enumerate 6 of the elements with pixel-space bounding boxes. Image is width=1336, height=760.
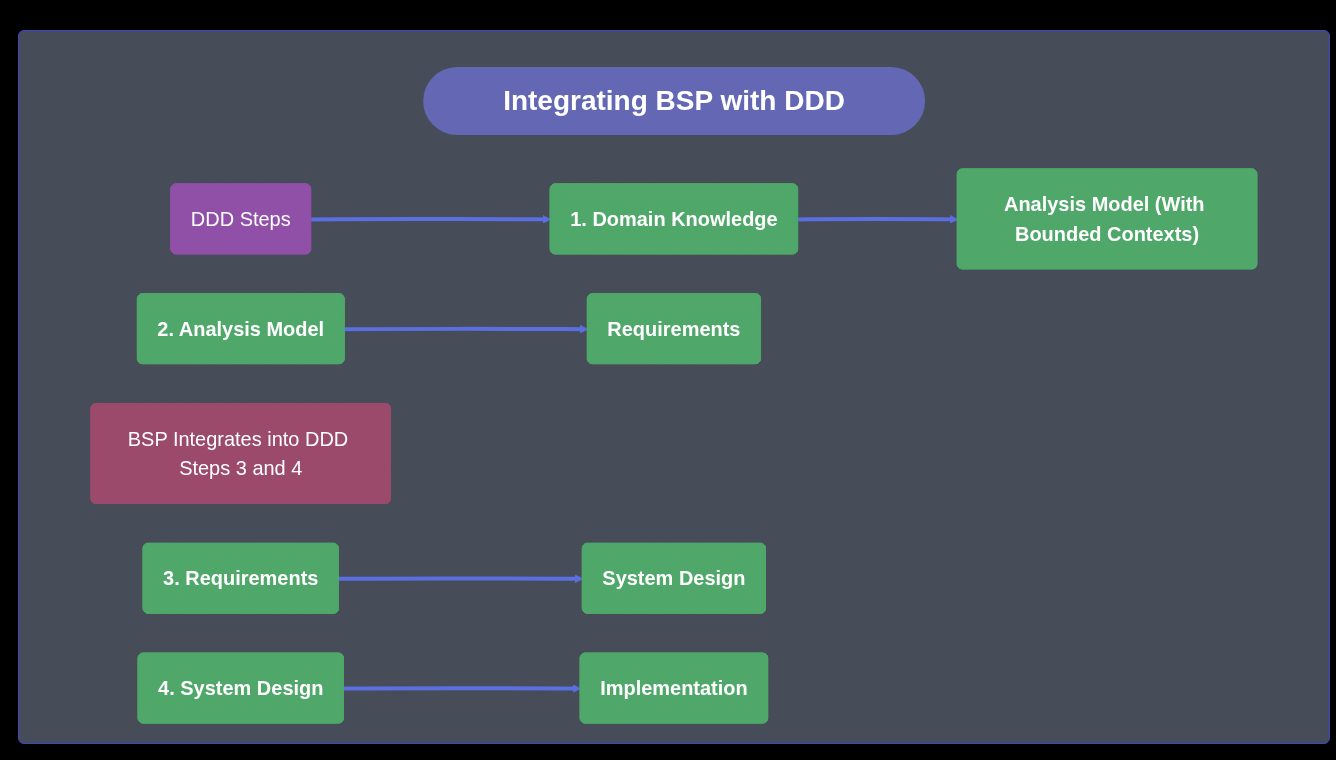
arrow	[344, 324, 589, 334]
arrow	[344, 684, 582, 693]
title-banner: Integrating BSP with DDD	[423, 67, 925, 135]
arrow	[339, 574, 584, 584]
arrow	[311, 214, 552, 224]
arrow	[798, 214, 959, 224]
